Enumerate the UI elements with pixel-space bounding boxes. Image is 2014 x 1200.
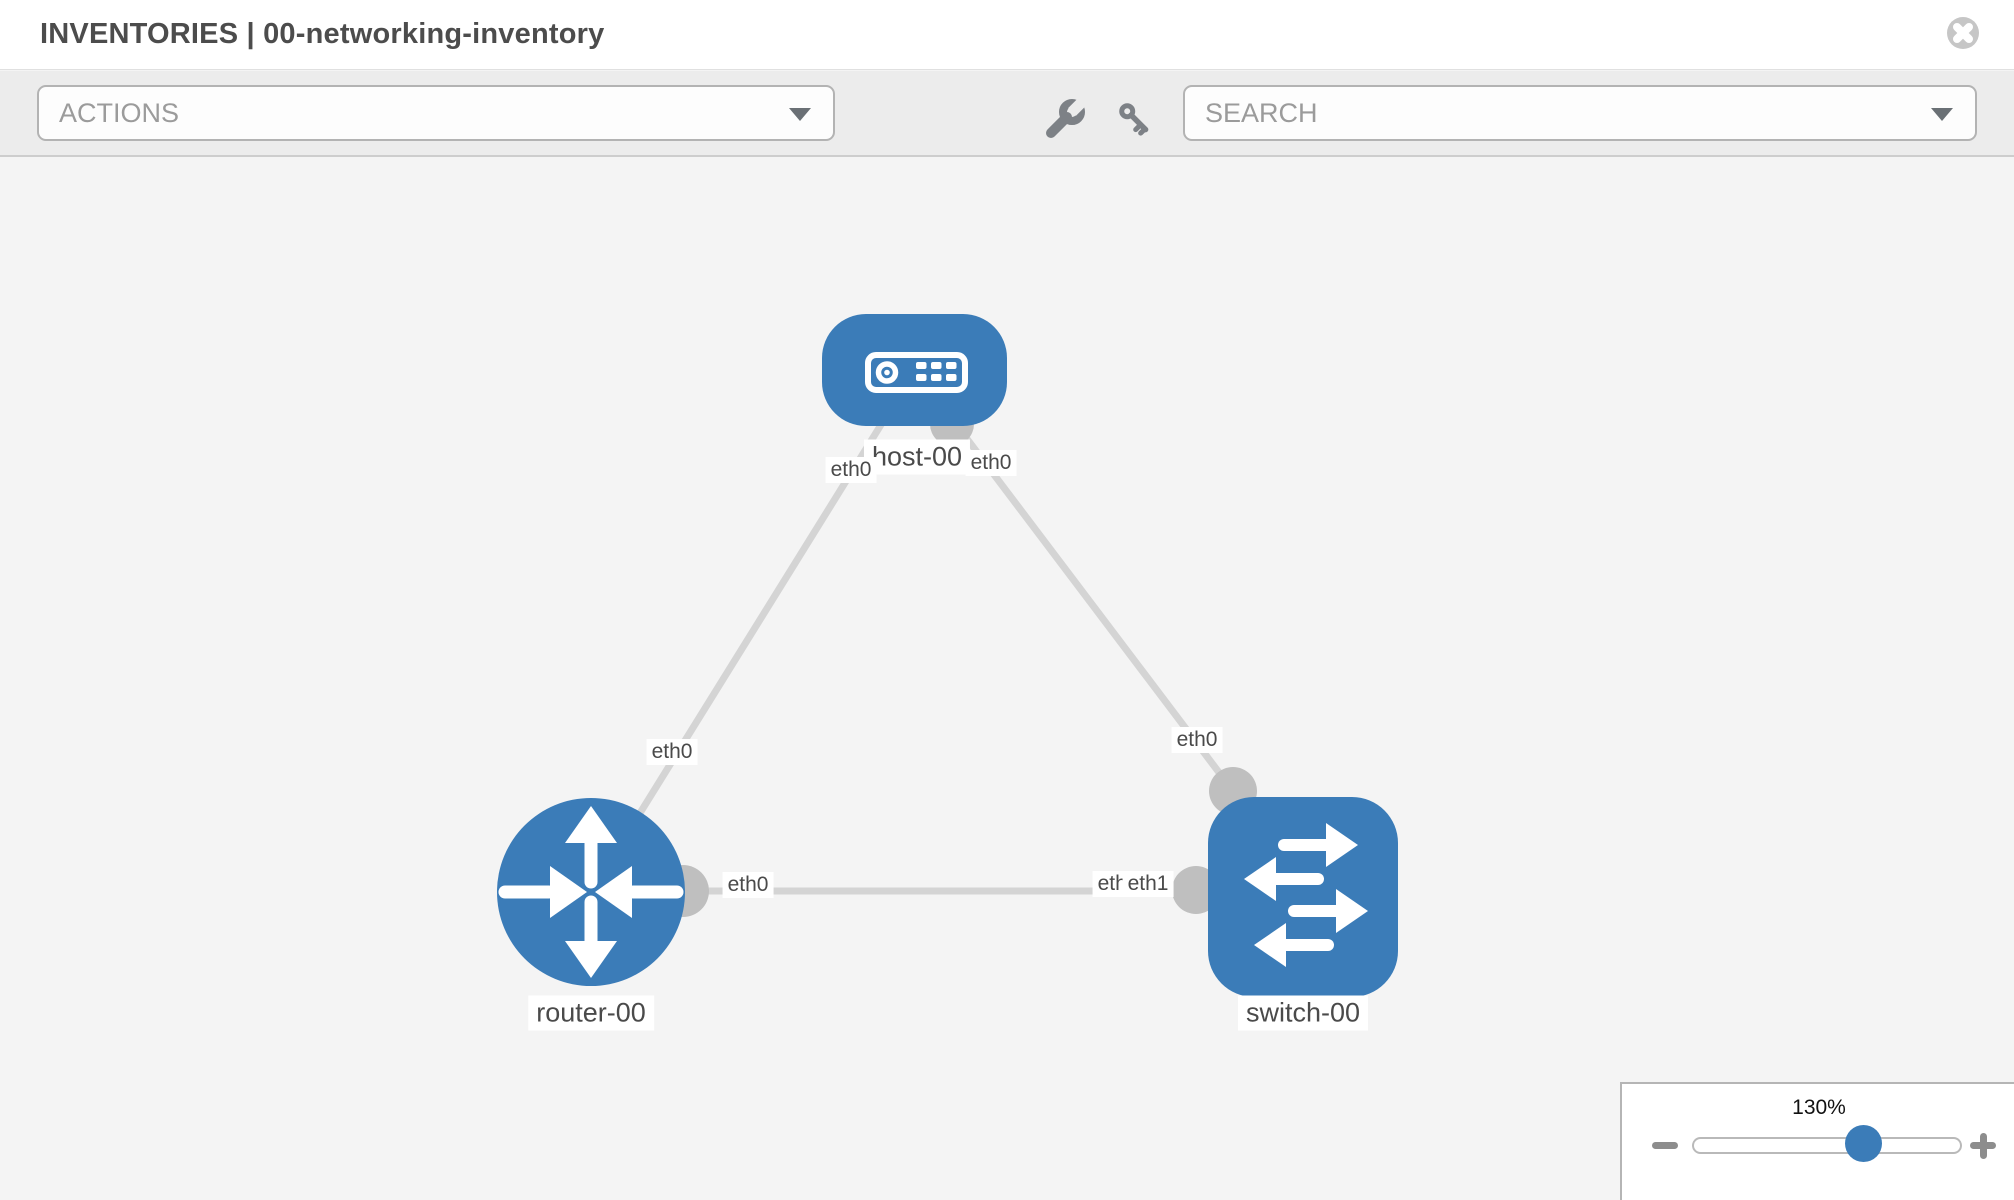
iface-label-router-to-switch-switch-side: eth1 — [1122, 871, 1174, 897]
zoom-slider-track[interactable] — [1692, 1137, 1962, 1154]
iface-label-host-to-router-host-side: eth0 — [825, 457, 877, 483]
iface-label-host-to-router-router-side: eth0 — [646, 739, 698, 765]
iface-label-host-to-switch-switch-side: eth0 — [1171, 727, 1223, 753]
key-button[interactable] — [1113, 97, 1157, 146]
topology-svg — [497, 314, 1398, 997]
search-input[interactable] — [1185, 87, 1975, 139]
header: INVENTORIES | 00-networking-inventory — [0, 0, 2014, 70]
wrench-icon — [1046, 95, 1089, 138]
zoom-value: 130% — [1792, 1096, 1846, 1119]
plus-icon — [1979, 1132, 1987, 1159]
node-router-00[interactable] — [497, 798, 685, 986]
search-dropdown[interactable] — [1183, 85, 1977, 141]
close-button[interactable] — [1945, 15, 1981, 51]
chevron-down-icon — [789, 108, 811, 121]
actions-placeholder: ACTIONS — [59, 98, 180, 128]
node-label-host[interactable]: host-00 — [863, 439, 971, 475]
node-label-switch[interactable]: switch-00 — [1237, 995, 1369, 1031]
host-icon — [865, 352, 968, 393]
wrench-button[interactable] — [1043, 95, 1089, 146]
router-icon — [498, 806, 684, 978]
node-label-router[interactable]: router-00 — [528, 995, 654, 1031]
topology-canvas[interactable]: host-00 router-00 switch-00 eth0 eth0 et… — [0, 157, 2014, 1200]
minus-icon — [1652, 1142, 1678, 1149]
toolbar: ACTIONS — [0, 71, 2014, 157]
chevron-down-icon — [1931, 108, 1953, 121]
zoom-out-button[interactable] — [1648, 1128, 1682, 1162]
switch-icon — [1244, 823, 1368, 967]
iface-label-host-to-switch-host-side: eth0 — [965, 450, 1017, 476]
close-icon — [1947, 17, 1979, 49]
zoom-panel: 130% — [1620, 1082, 2014, 1200]
zoom-in-button[interactable] — [1966, 1128, 2000, 1162]
key-icon — [1119, 103, 1149, 136]
zoom-slider-thumb[interactable] — [1845, 1125, 1882, 1162]
page-title: INVENTORIES | 00-networking-inventory — [40, 18, 605, 50]
iface-label-router-to-switch-router-side: eth0 — [722, 872, 774, 898]
actions-dropdown[interactable]: ACTIONS — [37, 85, 835, 141]
node-switch-00[interactable] — [1208, 797, 1398, 997]
node-host-00[interactable] — [822, 314, 1007, 426]
